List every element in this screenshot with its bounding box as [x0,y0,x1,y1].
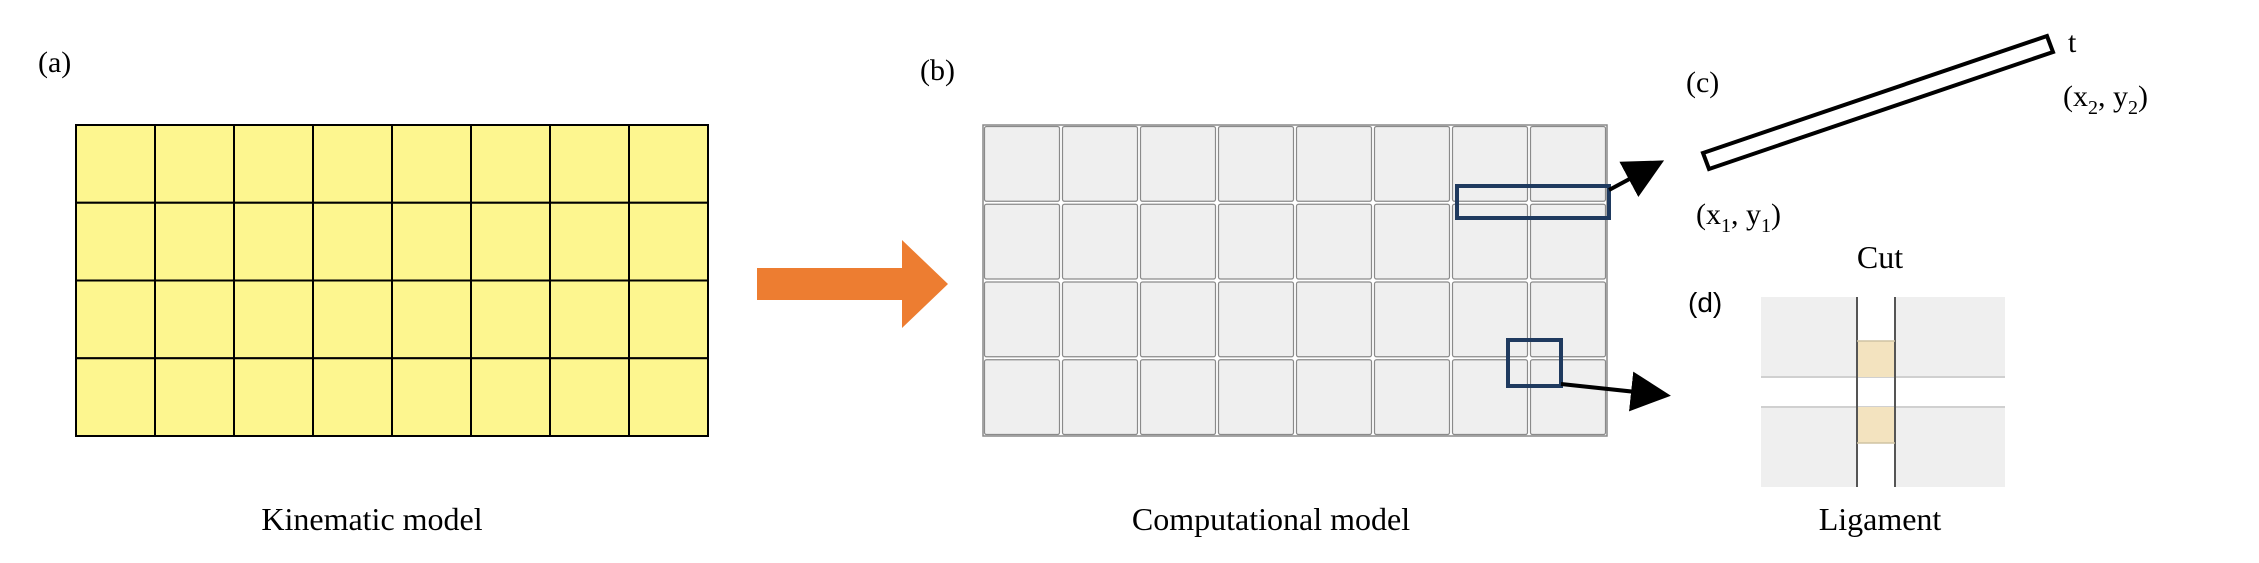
computational-cell [1217,281,1295,358]
computational-cell [983,281,1061,358]
kinematic-cell [549,124,630,204]
kinematic-cell [391,357,472,437]
block-bottom-left [1761,407,1857,487]
computational-cell [1529,281,1607,358]
kinematic-cell [549,279,630,360]
kinematic-cell [549,357,630,437]
computational-cell [983,125,1061,202]
computational-cell [1139,125,1217,202]
kinematic-cell [154,357,235,437]
kinematic-model-caption: Kinematic model [261,501,482,537]
kinematic-cell [470,357,551,437]
panel-a-label: (a) [38,46,71,79]
ligament-bottom [1857,407,1895,443]
computational-cell [1139,203,1217,280]
computational-cell [1061,203,1139,280]
computational-cell [1139,359,1217,436]
cut-label: Cut [1857,239,1903,275]
panel-b-label: (b) [920,54,955,87]
kinematic-cell [470,124,551,204]
kinematic-cell [75,124,156,204]
computational-cell [1529,359,1607,436]
kinematic-cell [391,279,472,360]
panel-b: (b) Computational model [920,54,1671,537]
beam-element [1700,33,2056,172]
kinematic-cell [391,201,472,282]
computational-cell [1373,359,1451,436]
kinematic-cell [628,357,709,437]
computational-cell [1295,281,1373,358]
arrow-right-icon [757,240,948,328]
highlight-box-top [1455,184,1611,220]
kinematic-cell [75,279,156,360]
thickness-label: t [2068,26,2077,59]
kinematic-cell [312,201,393,282]
computational-cell [1529,125,1607,202]
computational-cell [1373,281,1451,358]
computational-cell [1217,359,1295,436]
computational-cell [1373,203,1451,280]
kinematic-cell [75,357,156,437]
arrow-icon [1560,371,1671,412]
computational-cell [1295,125,1373,202]
computational-cell [1295,203,1373,280]
arrow-icon [1608,160,1665,197]
computational-cell [1217,125,1295,202]
kinematic-grid [75,124,709,437]
panel-d-label: (d) [1688,287,1722,318]
kinematic-cell [312,279,393,360]
kinematic-cell [312,357,393,437]
point-1-label: (x1, y1) [1696,198,1781,237]
panel-c: (c) t (x2, y2) (x1, y1) [1686,26,2148,237]
kinematic-cell [233,201,314,282]
kinematic-cell [233,279,314,360]
kinematic-cell [391,124,472,204]
panel-d: (d) Cut Ligament [1688,239,2005,537]
computational-cell [1529,203,1607,280]
highlight-box-bottom [1506,338,1563,388]
kinematic-cell [154,279,235,360]
computational-cell [1451,203,1529,280]
kinematic-cell [628,201,709,282]
block-bottom-right [1895,407,2005,487]
computational-cell [1451,125,1529,202]
kinematic-cell [75,201,156,282]
kinematic-cell [312,124,393,204]
kinematic-cell [233,124,314,204]
kinematic-cell [154,124,235,204]
computational-cell [983,203,1061,280]
computational-cell [983,359,1061,436]
point-2-label: (x2, y2) [2063,80,2148,119]
computational-grid [982,124,1608,437]
ligament-top [1857,341,1895,377]
kinematic-cell [628,279,709,360]
computational-model-caption: Computational model [1132,501,1410,537]
computational-cell [1061,359,1139,436]
block-top-right [1895,297,2005,377]
kinematic-cell [470,279,551,360]
computational-cell [1451,359,1529,436]
computational-cell [1451,281,1529,358]
panel-a: (a) Kinematic model [38,46,709,537]
kinematic-cell [233,357,314,437]
kinematic-cell [470,201,551,282]
computational-cell [1373,125,1451,202]
panel-c-label: (c) [1686,66,1719,99]
computational-cell [1139,281,1217,358]
kinematic-cell [549,201,630,282]
kinematic-cell [154,201,235,282]
computational-cell [1295,359,1373,436]
block-top-left [1761,297,1857,377]
computational-cell [1217,203,1295,280]
ligament-caption: Ligament [1819,501,1942,537]
kinematic-cell [628,124,709,204]
computational-cell [1061,281,1139,358]
computational-cell [1061,125,1139,202]
